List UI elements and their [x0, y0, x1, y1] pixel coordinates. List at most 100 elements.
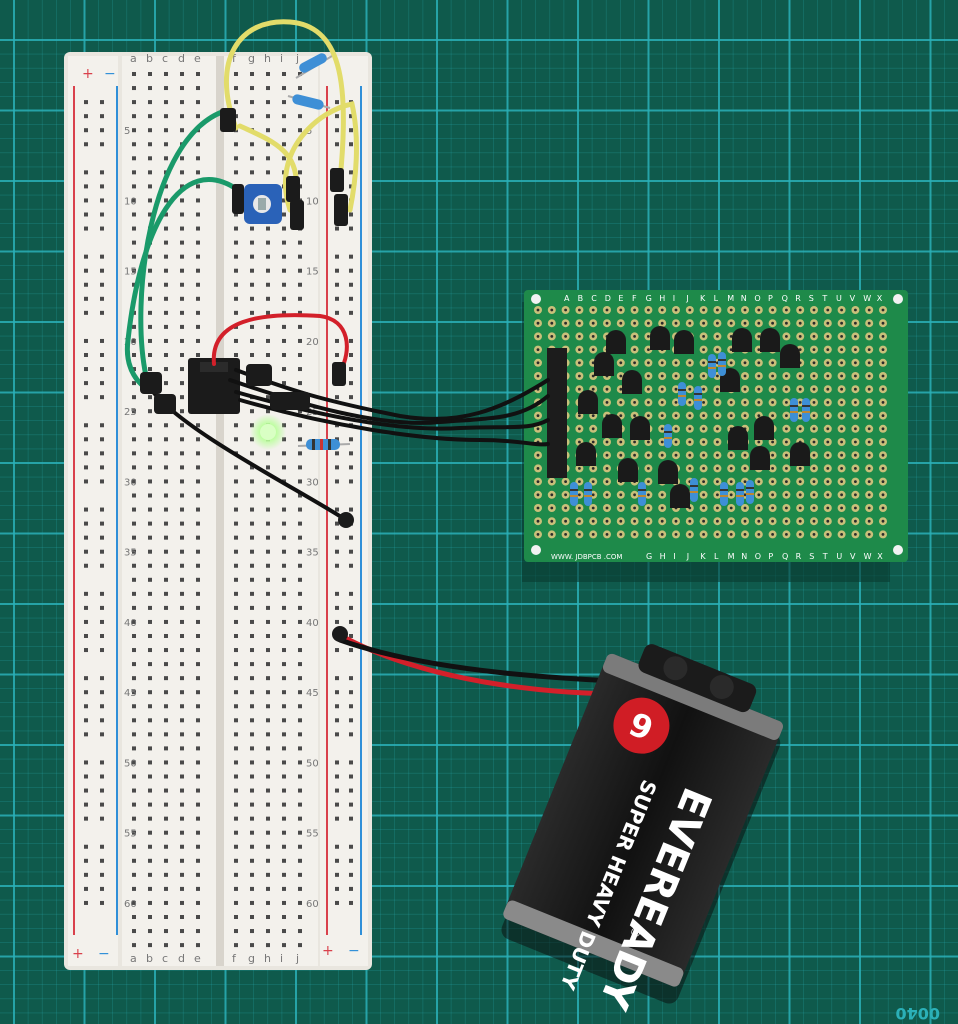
- pcb-pad-hole: [867, 519, 871, 523]
- pcb-pad-hole: [757, 374, 761, 378]
- pcb-column-letter: S: [809, 294, 814, 303]
- breadboard-hole: [234, 648, 238, 653]
- pcb-pad-hole: [716, 480, 719, 483]
- breadboard-hole: [148, 802, 152, 807]
- breadboard-hole: [132, 100, 136, 105]
- rail-hole: [84, 900, 88, 905]
- resistor: [690, 478, 698, 502]
- breadboard-hole: [298, 718, 302, 723]
- breadboard-hole: [266, 816, 270, 821]
- breadboard-hole: [298, 465, 302, 470]
- breadboard-hole: [250, 577, 254, 582]
- rail-hole: [349, 310, 353, 315]
- rail-hole: [100, 802, 104, 807]
- pcb-pad-hole: [674, 440, 678, 444]
- breadboard-hole: [282, 774, 286, 779]
- breadboard-hole: [148, 409, 152, 414]
- breadboard-hole: [148, 886, 152, 891]
- breadboard-hole: [250, 844, 254, 849]
- breadboard-hole: [282, 254, 286, 259]
- breadboard-hole: [180, 226, 184, 231]
- pcb-pad-hole: [771, 493, 774, 497]
- breadboard-hole: [234, 900, 238, 905]
- breadboard-hole: [196, 915, 200, 919]
- pcb-pad-hole: [674, 453, 678, 457]
- breadboard-hole: [132, 816, 136, 821]
- rail-hole: [100, 872, 104, 877]
- breadboard-hole: [180, 858, 184, 863]
- rail-hole: [100, 142, 104, 147]
- breadboard-hole: [196, 170, 200, 175]
- pcb-pad-hole: [702, 348, 705, 351]
- pcb-pad-hole: [785, 467, 788, 470]
- breadboard-hole: [148, 493, 152, 498]
- rail-hole: [84, 788, 88, 793]
- rail-hole: [335, 900, 339, 905]
- breadboard-hole: [196, 886, 200, 891]
- breadboard-hole: [148, 395, 152, 400]
- breadboard-hole: [298, 563, 302, 568]
- breadboard-hole: [196, 465, 200, 470]
- breadboard-hole: [266, 872, 270, 877]
- rail-hole: [349, 619, 353, 624]
- resistor-band: [708, 361, 716, 363]
- breadboard-hole: [266, 254, 270, 259]
- pcb-pad-hole: [702, 401, 705, 404]
- pcb-column-letter: U: [836, 294, 842, 303]
- breadboard-hole: [234, 240, 238, 245]
- potentiometer: [244, 184, 282, 224]
- breadboard-hole: [266, 324, 270, 329]
- pcb-pad-hole: [881, 467, 885, 470]
- row-number: 25: [124, 407, 137, 418]
- breadboard-hole: [282, 746, 286, 751]
- rail-hole: [84, 521, 88, 526]
- pcb-pad-hole: [605, 321, 609, 325]
- rail-hole: [335, 802, 339, 807]
- breadboard-hole: [148, 114, 152, 119]
- rail-hole: [100, 718, 104, 723]
- breadboard-hole: [282, 886, 286, 891]
- pcb-pad-hole: [840, 440, 843, 444]
- breadboard-hole: [196, 676, 200, 681]
- pcb-pad-hole: [881, 493, 885, 497]
- pcb-pad-hole: [867, 308, 871, 312]
- breadboard-hole: [250, 591, 254, 596]
- pcb-pad-hole: [578, 374, 581, 378]
- pcb-pad-hole: [619, 506, 623, 510]
- pcb-pad-hole: [633, 348, 636, 351]
- pcb-pad-hole: [619, 414, 623, 417]
- breadboard-hole: [250, 409, 254, 414]
- pcb-pad-hole: [564, 506, 567, 510]
- breadboard-hole: [266, 732, 270, 737]
- breadboard-hole: [196, 830, 200, 835]
- pcb-pad-hole: [660, 387, 664, 391]
- breadboard-hole: [132, 844, 136, 849]
- breadboard-hole: [250, 886, 254, 891]
- rail-hole: [84, 465, 88, 470]
- column-letter: g: [248, 952, 255, 965]
- pcb-pad-hole: [826, 506, 830, 510]
- pcb-pad-hole: [757, 401, 761, 404]
- breadboard-hole: [148, 437, 152, 442]
- rail-hole: [335, 535, 339, 540]
- breadboard-hole: [148, 521, 152, 526]
- breadboard-hole: [180, 521, 184, 526]
- breadboard-hole: [282, 591, 286, 596]
- breadboard-hole: [132, 648, 136, 653]
- breadboard-hole: [250, 254, 254, 259]
- pcb-pad-hole: [702, 467, 705, 470]
- rail-hole: [349, 296, 353, 301]
- breadboard-hole: [282, 858, 286, 863]
- breadboard-hole: [266, 830, 270, 835]
- pcb-pad-hole: [757, 321, 761, 325]
- pcb-pad-hole: [743, 453, 747, 457]
- breadboard-hole: [196, 760, 200, 765]
- pcb-pad-hole: [729, 493, 733, 497]
- resistor-band: [570, 489, 578, 491]
- breadboard-hole: [164, 830, 168, 835]
- breadboard-hole: [250, 929, 254, 934]
- breadboard-hole: [234, 86, 238, 91]
- rail-hole: [84, 142, 88, 147]
- breadboard-hole: [250, 774, 254, 779]
- breadboard-hole: [148, 212, 152, 217]
